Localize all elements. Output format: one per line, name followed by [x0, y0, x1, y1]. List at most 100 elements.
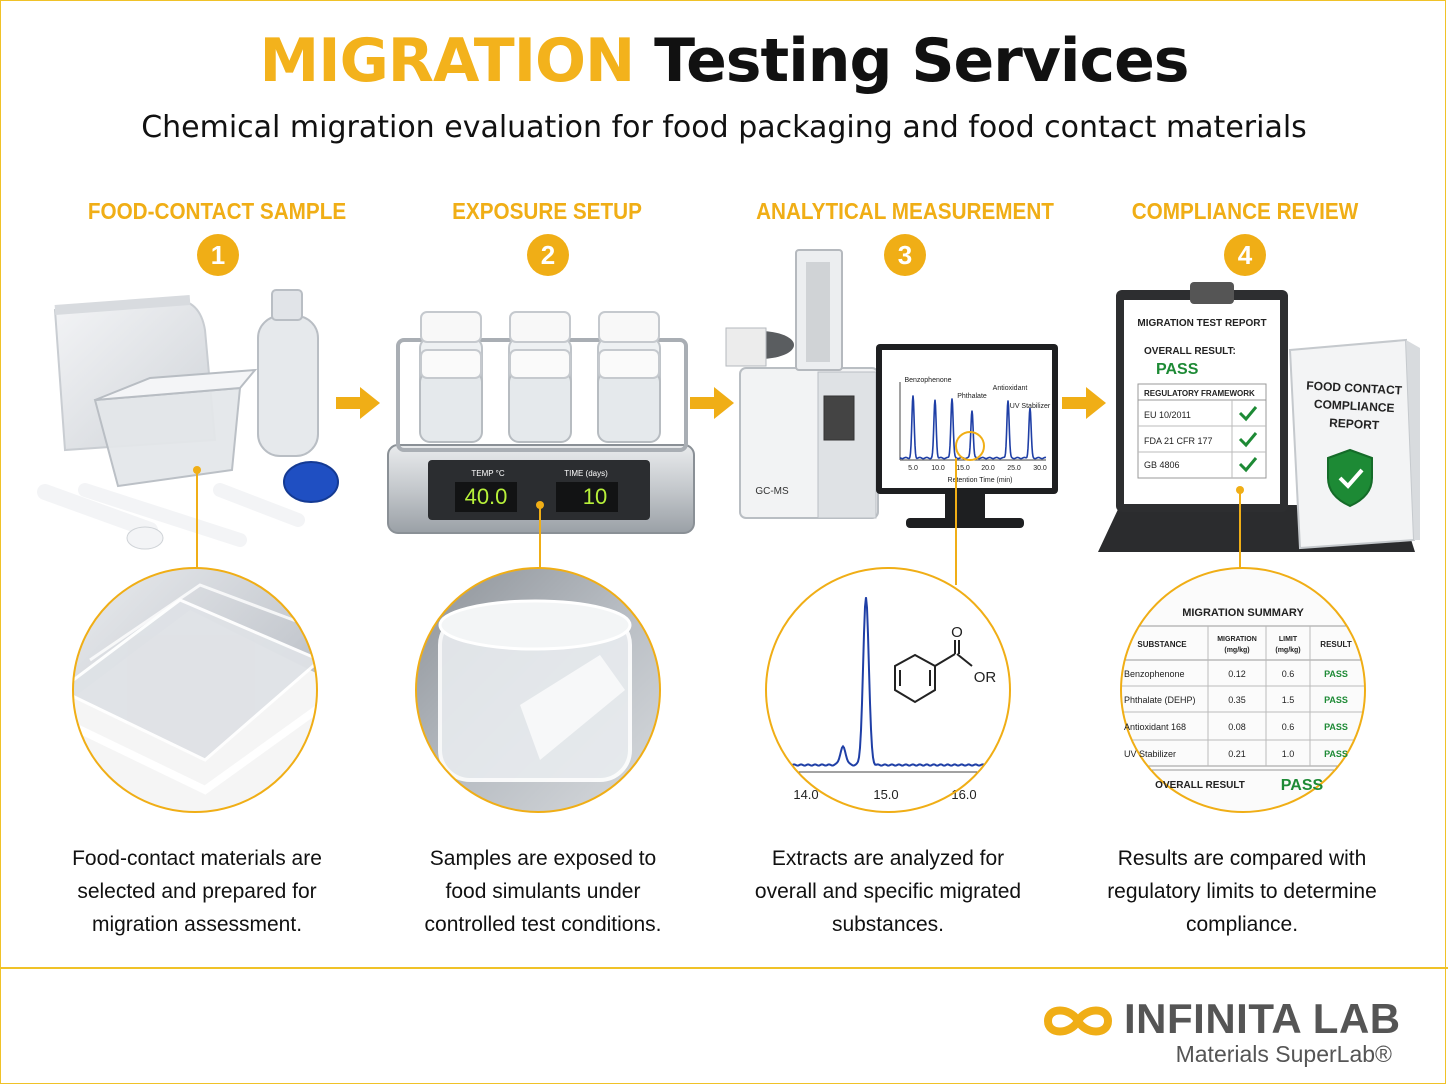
framework-item: FDA 21 CFR 177 — [1144, 436, 1213, 446]
title-rest: Testing Services — [654, 26, 1189, 96]
step-2-badge: 2 — [527, 234, 569, 276]
brand-tagline: Materials SuperLab® — [1175, 1041, 1392, 1067]
report-title: MIGRATION TEST REPORT — [1137, 318, 1266, 329]
x-tick: 5.0 — [908, 465, 918, 472]
description-line: regulatory limits to determine — [1107, 880, 1377, 903]
step-2-description: Samples are exposed to food simulants un… — [383, 842, 703, 941]
summary-col-header: MIGRATION — [1217, 636, 1257, 643]
time-value: 10 — [583, 484, 607, 509]
description-line: compliance. — [1185, 913, 1299, 936]
title-accent: MIGRATION — [259, 26, 636, 96]
packaging-samples — [37, 289, 339, 550]
summary-overall-label: OVERALL RESULT — [1155, 780, 1245, 791]
infinity-icon — [1043, 1006, 1113, 1036]
monitor — [876, 344, 1058, 528]
peak-label: Phthalate — [957, 393, 987, 400]
step-1-title: FOOD-CONTACT SAMPLE — [87, 198, 347, 224]
summary-substance: Phthalate (DEHP) — [1124, 695, 1196, 705]
summary-col-header: RESULT — [1320, 640, 1352, 649]
arrow-right-icon — [336, 387, 380, 419]
brand-name: INFINITA LAB — [1124, 995, 1401, 1042]
summary-substance: Antioxidant 168 — [1124, 722, 1186, 732]
chromatogram-screen: Benzophenone Phthalate Antioxidant UV St… — [899, 377, 1051, 484]
book-title-line: COMPLIANCE — [1314, 397, 1395, 415]
step-3-title: ANALYTICAL MEASUREMENT — [756, 198, 1054, 224]
step-4-title: COMPLIANCE REVIEW — [1131, 198, 1359, 224]
step-3-badge: 3 — [884, 234, 926, 276]
benzoate-structure — [894, 640, 973, 704]
description-line: Results are compared with — [1117, 847, 1367, 870]
peak-label: UV Stabilizer — [1010, 403, 1051, 410]
description-line: Food-contact materials are — [72, 847, 322, 870]
step-4-description: Results are compared with regulatory lim… — [1082, 842, 1402, 941]
compliance-book — [1288, 338, 1420, 550]
summary-result: PASS — [1324, 749, 1348, 759]
summary-substance: UV Stabilizer — [1124, 749, 1176, 759]
ester-group-label: OR — [974, 669, 997, 686]
step-4-badge: 4 — [1224, 234, 1266, 276]
step-2-title: EXPOSURE SETUP — [452, 198, 642, 224]
x-tick: 10.0 — [931, 465, 945, 472]
summary-migration: 0.35 — [1228, 695, 1246, 705]
x-tick: 20.0 — [981, 465, 995, 472]
zoom-x-tick: 14.0 — [793, 787, 818, 802]
x-axis-label: Retention Time (min) — [948, 477, 1013, 484]
book-title-line: REPORT — [1329, 416, 1380, 433]
step-1-badge: 1 — [197, 234, 239, 276]
report-stand — [1098, 282, 1415, 552]
gc-ms-label: GC-MS — [755, 486, 789, 497]
gc-ms-instrument — [725, 249, 879, 519]
simulant-jars — [419, 311, 661, 443]
book-title-line: FOOD CONTACT — [1306, 379, 1403, 398]
arrow-right-icon — [1062, 387, 1106, 419]
summary-limit: 1.0 — [1282, 749, 1295, 759]
description-line: Samples are exposed to — [429, 847, 657, 870]
summary-substance: Benzophenone — [1124, 669, 1185, 679]
summary-overall-value: PASS — [1281, 777, 1324, 794]
description-line: food simulants under — [445, 880, 641, 903]
check-icon — [1238, 457, 1258, 473]
summary-col-header: (mg/kg) — [1275, 647, 1300, 654]
oxygen-label: O — [951, 624, 963, 641]
zoom-trace — [769, 597, 1010, 767]
zoom-chromatogram: O OR 14.0 15.0 16.0 — [765, 567, 1011, 813]
x-tick: 30.0 — [1033, 465, 1047, 472]
shield-check-icon — [1327, 448, 1373, 508]
summary-title: MIGRATION SUMMARY — [1182, 607, 1304, 619]
step-3-description: Extracts are analyzed for overall and sp… — [728, 842, 1048, 941]
chromatogram-trace — [899, 395, 1047, 460]
footer-divider — [0, 967, 1448, 969]
zoom-migration-summary — [1120, 567, 1366, 813]
description-line: substances. — [831, 913, 945, 936]
summary-result: PASS — [1324, 695, 1348, 705]
peak-label: Antioxidant — [993, 385, 1028, 392]
zoom-x-tick: 16.0 — [951, 787, 976, 802]
x-tick: 25.0 — [1007, 465, 1021, 472]
arrow-right-icon — [690, 387, 734, 419]
report-overall-value: PASS — [1156, 361, 1199, 378]
description-line: migration assessment. — [91, 913, 303, 936]
zoom-x-tick: 15.0 — [873, 787, 898, 802]
description-line: selected and prepared for — [77, 880, 317, 903]
summary-col-header: (mg/kg) — [1224, 647, 1249, 654]
summary-limit: 0.6 — [1282, 669, 1295, 679]
process-illustration: TEMP °C 40.0 TIME (days) 10 GC-MS B — [37, 249, 1420, 813]
peak-highlight — [955, 431, 985, 461]
step-1-description: Food-contact materials are selected and … — [37, 842, 357, 941]
time-label: TIME (days) — [564, 469, 608, 478]
zoom-jar-immersion — [415, 567, 661, 813]
zoom-film-sample — [72, 567, 318, 813]
peak-label: Benzophenone — [904, 377, 951, 384]
framework-item: GB 4806 — [1144, 460, 1180, 470]
check-icon — [1238, 432, 1258, 448]
summary-col-header: SUBSTANCE — [1137, 640, 1187, 649]
summary-limit: 0.6 — [1282, 722, 1295, 732]
temp-display — [455, 482, 517, 512]
page-title: MIGRATION Testing Services — [0, 26, 1448, 96]
summary-migration: 0.12 — [1228, 669, 1246, 679]
time-display — [556, 482, 618, 512]
description-line: Extracts are analyzed for — [771, 847, 1005, 870]
summary-limit: 1.5 — [1282, 695, 1295, 705]
summary-result: PASS — [1324, 669, 1348, 679]
